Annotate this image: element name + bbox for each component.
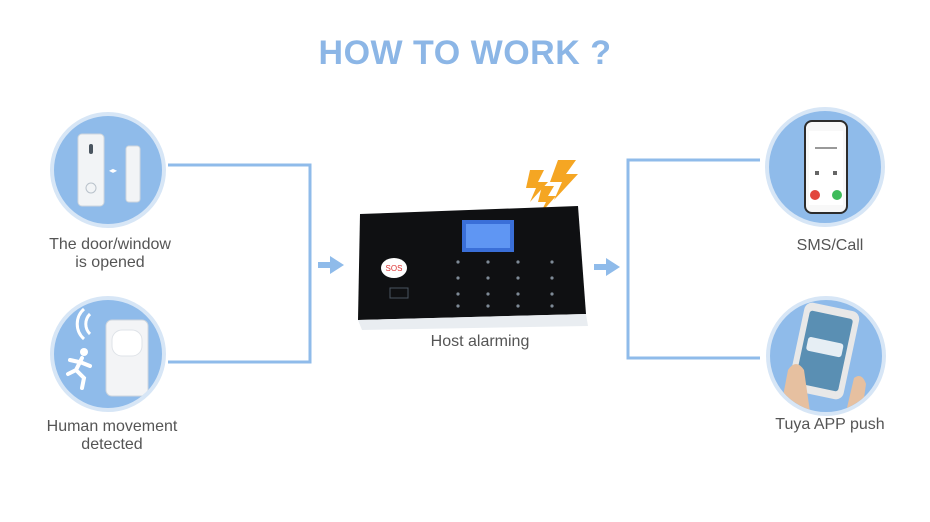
phone-icon xyxy=(804,120,848,214)
hand-phone-icon xyxy=(780,302,866,412)
running-person-icon xyxy=(66,348,92,390)
sms-label: SMS/Call xyxy=(796,237,864,254)
sos-button-label: SOS xyxy=(386,264,403,273)
door-label: The door/window is opened xyxy=(49,236,171,271)
lightning-icon xyxy=(526,160,578,214)
arrow-right-icon xyxy=(594,258,620,276)
sms-circle xyxy=(765,107,885,227)
motion-label: Human movement detected xyxy=(46,418,178,453)
motion-sensor-circle xyxy=(50,296,166,412)
page-title: HOW TO WORK ? xyxy=(318,34,612,72)
app-label: Tuya APP push xyxy=(775,416,885,433)
host-label: Host alarming xyxy=(430,333,530,350)
door-sensor-circle: ◂▸ xyxy=(50,112,166,228)
app-circle xyxy=(766,296,886,416)
motion-sensor-icon xyxy=(66,307,149,397)
door-sensor-icon: ◂▸ xyxy=(77,133,141,207)
host-device: SOS xyxy=(358,160,588,330)
svg-text:◂▸: ◂▸ xyxy=(109,166,117,175)
arrow-right-icon xyxy=(318,256,344,274)
